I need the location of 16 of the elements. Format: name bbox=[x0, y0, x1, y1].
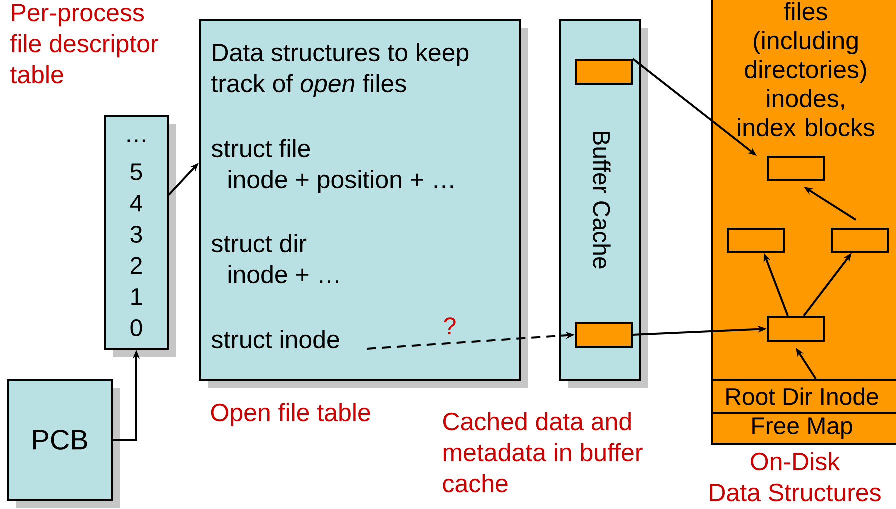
node-label: Cached data and metadata in buffer cache bbox=[443, 412, 643, 493]
band-box: Free Map bbox=[711, 412, 896, 445]
edge-label: ? bbox=[444, 318, 456, 334]
block-box bbox=[767, 156, 825, 181]
block-box bbox=[727, 228, 785, 253]
node-label: On-Disk Data Structures bbox=[710, 452, 881, 502]
cache-box: Buffer Cache bbox=[559, 19, 648, 388]
block-box bbox=[575, 59, 633, 85]
band-box: Root Dir Inode bbox=[711, 379, 896, 414]
block-box bbox=[767, 316, 825, 342]
node-label: Open file table bbox=[211, 403, 370, 427]
caption: Per-process file descriptor table bbox=[10, 4, 158, 84]
block-box bbox=[575, 322, 633, 348]
process-box: PCB bbox=[7, 379, 120, 508]
block-box bbox=[831, 228, 890, 253]
table-box: … 5 4 3 2 1 0 bbox=[104, 115, 176, 357]
